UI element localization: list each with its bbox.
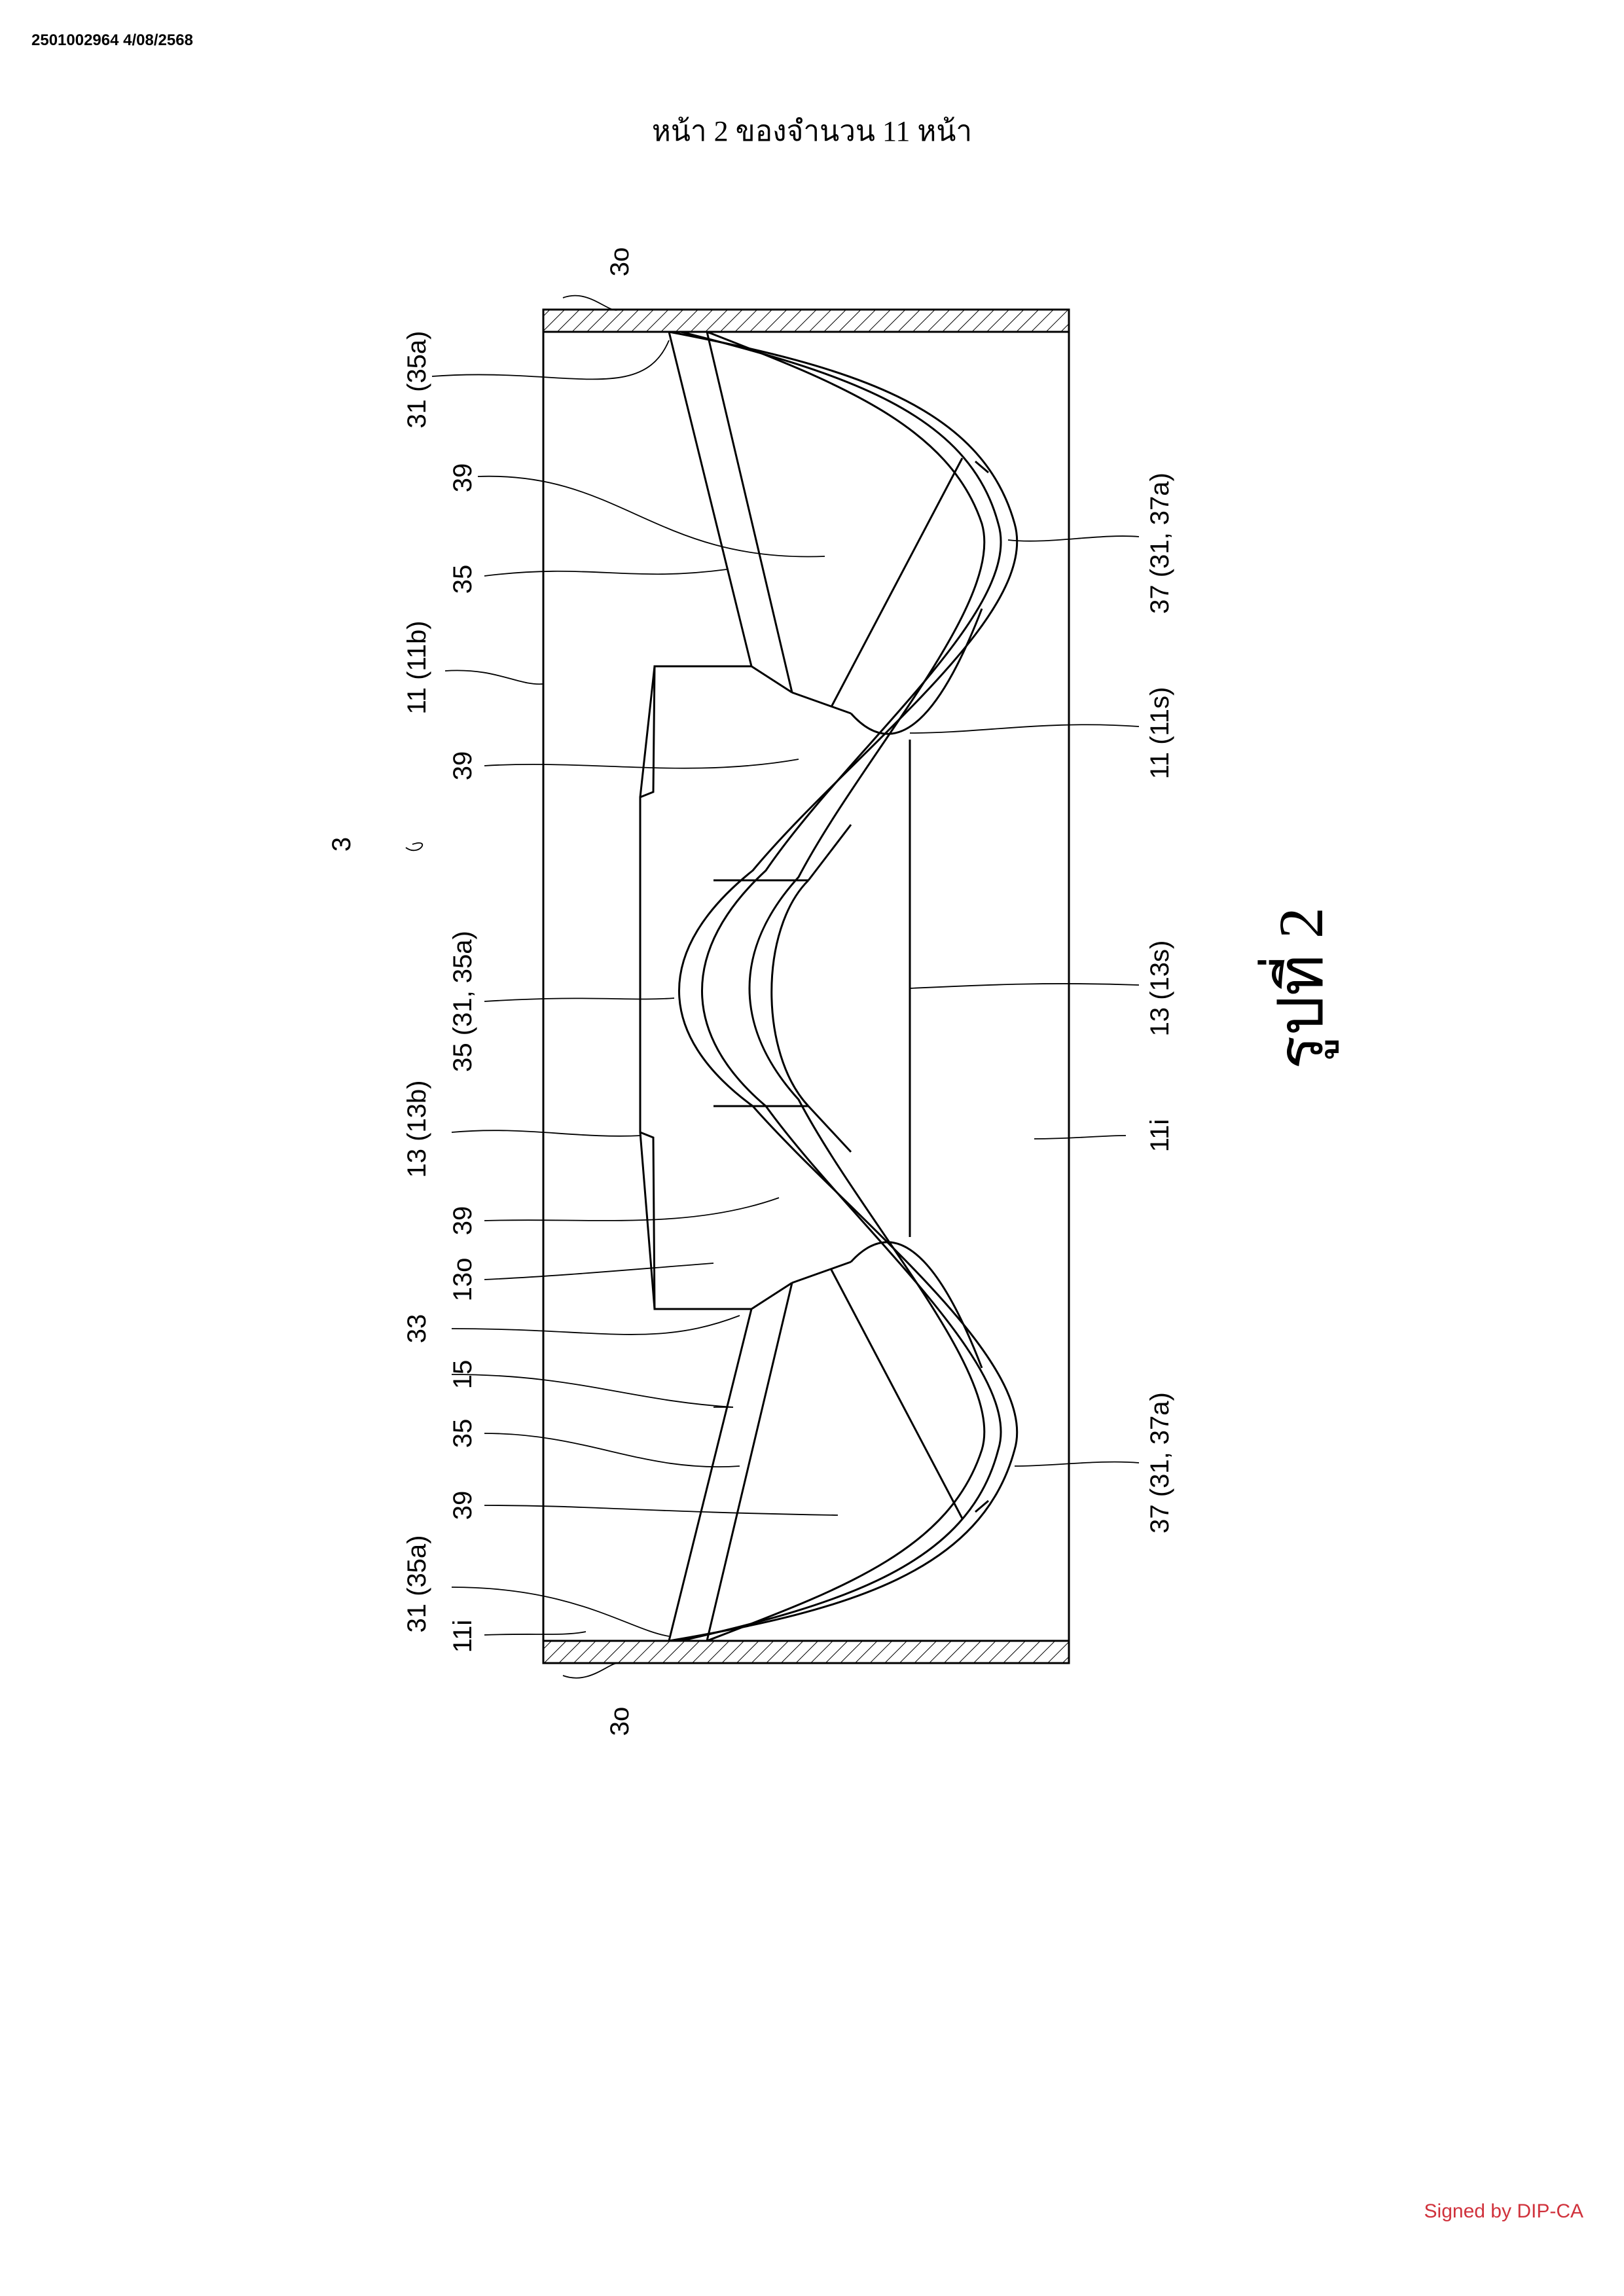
label-13o: 13o <box>448 1258 477 1302</box>
label-11-11b: 11 (11b) <box>403 620 431 714</box>
label-35-31-35a: 35 (31, 35a) <box>448 931 477 1072</box>
label-39-b: 39 <box>448 751 477 781</box>
signature-stamp: Signed by DIP-CA <box>1424 2200 1583 2222</box>
label-37-31-37a-bottom: 37 (31, 37a) <box>1146 1392 1174 1534</box>
label-3o-top: 3o <box>605 247 634 277</box>
label-33: 33 <box>403 1314 431 1344</box>
housing <box>542 308 1070 1664</box>
label-35-a: 35 <box>448 565 477 594</box>
label-39-c: 39 <box>448 1206 477 1236</box>
label-3o-bottom: 3o <box>605 1707 634 1736</box>
label-35-b: 35 <box>448 1419 477 1448</box>
label-13-13s: 13 (13s) <box>1146 941 1174 1037</box>
label-11i-left: 11i <box>448 1620 477 1653</box>
reference-labels: 3o 3o 3 31 (35a) 39 35 11 (11b) 39 35 (3… <box>327 247 1174 1736</box>
label-39-d: 39 <box>448 1491 477 1520</box>
label-31-35a-top: 31 (35a) <box>403 331 431 429</box>
lens-shell-37 <box>668 331 1019 1642</box>
label-13-13b: 13 (13b) <box>403 1081 431 1178</box>
label-11-11s: 11 (11s) <box>1146 687 1174 780</box>
label-39-a: 39 <box>448 463 477 493</box>
label-31-35a-bottom: 31 (35a) <box>403 1535 431 1633</box>
inner-structure <box>713 457 983 1519</box>
label-37-31-37a-top: 37 (31, 37a) <box>1146 473 1174 614</box>
cover-35 <box>668 331 852 1641</box>
label-15: 15 <box>448 1360 477 1390</box>
figure-caption: รูปที่ 2 <box>1257 907 1339 1069</box>
page-number: หน้า 2 ของจำนวน 11 หน้า <box>651 115 973 147</box>
leader-lines <box>405 295 1140 1679</box>
label-11i-right: 11i <box>1146 1119 1174 1152</box>
label-3: 3 <box>327 837 356 852</box>
document-id: 2501002964 4/08/2568 <box>31 31 193 49</box>
